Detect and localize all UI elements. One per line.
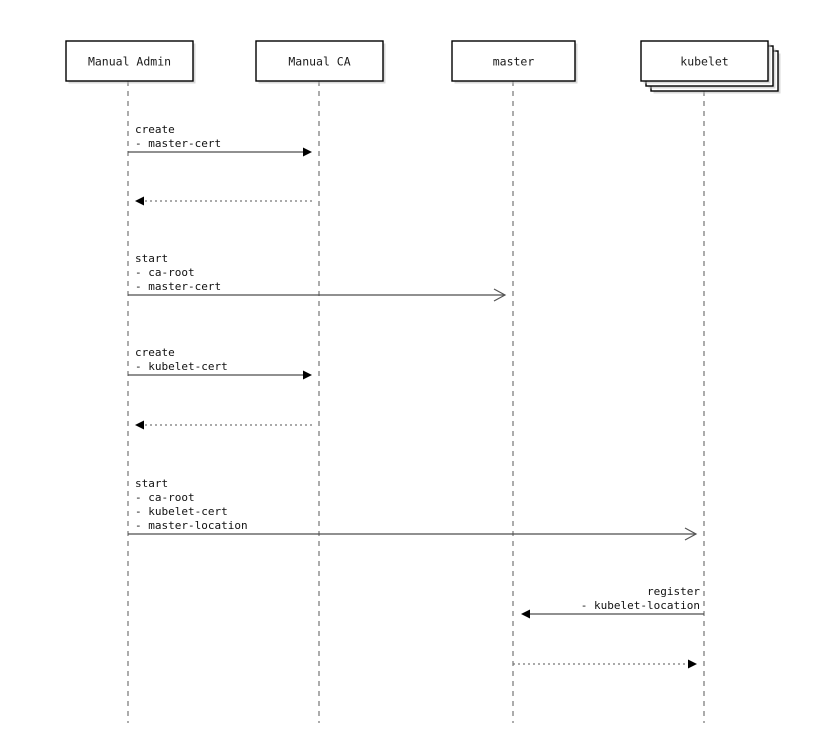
actor-label-manual-ca: Manual CA xyxy=(288,55,350,69)
arrowhead-filled-msg-return-master-cert xyxy=(135,196,144,206)
message-msg-register-return[interactable] xyxy=(513,659,697,669)
actor-box-kubelet[interactable] xyxy=(640,40,769,82)
message-label-msg-start-master-2: - master-cert xyxy=(135,280,221,293)
actor-label-master: master xyxy=(493,55,535,69)
arrowhead-filled-msg-return-kubelet-cert xyxy=(135,420,144,430)
message-label-msg-start-kubelet-3: - master-location xyxy=(135,519,248,532)
message-msg-create-kubelet-cert[interactable]: create- kubelet-cert xyxy=(128,346,312,380)
actor-header-kubelet[interactable]: kubelet xyxy=(640,40,781,94)
message-msg-start-kubelet[interactable]: start- ca-root- kubelet-cert- master-loc… xyxy=(128,477,698,541)
message-label-msg-start-master-1: - ca-root xyxy=(135,266,195,279)
actor-box-manual-ca[interactable] xyxy=(255,40,384,82)
message-label-msg-create-master-cert-1: - master-cert xyxy=(135,137,221,150)
message-label-msg-start-kubelet-0: start xyxy=(135,477,168,490)
actor-box-manual-admin[interactable] xyxy=(65,40,194,82)
arrowhead-open-msg-start-master xyxy=(493,288,507,302)
actor-header-manual-ca[interactable]: Manual CA xyxy=(255,40,386,84)
arrowhead-filled-msg-register-return xyxy=(688,659,697,669)
actor-header-manual-admin[interactable]: Manual Admin xyxy=(65,40,196,84)
message-msg-register[interactable]: register- kubelet-location xyxy=(521,585,704,619)
message-msg-return-kubelet-cert[interactable] xyxy=(135,420,312,430)
message-label-msg-start-kubelet-1: - ca-root xyxy=(135,491,195,504)
actor-header-master[interactable]: master xyxy=(451,40,578,84)
actor-label-kubelet: kubelet xyxy=(680,55,728,69)
message-label-msg-create-kubelet-cert-0: create xyxy=(135,346,175,359)
arrowhead-open-msg-start-kubelet xyxy=(684,527,698,541)
actor-label-manual-admin: Manual Admin xyxy=(88,55,171,69)
arrowhead-filled-msg-create-master-cert xyxy=(303,147,312,157)
message-msg-create-master-cert[interactable]: create- master-cert xyxy=(128,123,312,157)
arrowhead-filled-msg-register xyxy=(521,609,530,619)
actor-box-master[interactable] xyxy=(451,40,576,82)
arrowhead-filled-msg-create-kubelet-cert xyxy=(303,370,312,380)
message-label-msg-create-master-cert-0: create xyxy=(135,123,175,136)
lifelines-layer xyxy=(127,81,705,723)
message-label-msg-create-kubelet-cert-1: - kubelet-cert xyxy=(135,360,228,373)
message-msg-start-master[interactable]: start- ca-root- master-cert xyxy=(128,252,507,302)
message-msg-return-master-cert[interactable] xyxy=(135,196,312,206)
message-label-msg-register-1: - kubelet-location xyxy=(581,599,700,612)
message-label-msg-start-master-0: start xyxy=(135,252,168,265)
message-label-msg-register-0: register xyxy=(647,585,700,598)
actor-boxes-layer: Manual Admin Manual CA master kubelet xyxy=(65,40,781,94)
message-label-msg-start-kubelet-2: - kubelet-cert xyxy=(135,505,228,518)
